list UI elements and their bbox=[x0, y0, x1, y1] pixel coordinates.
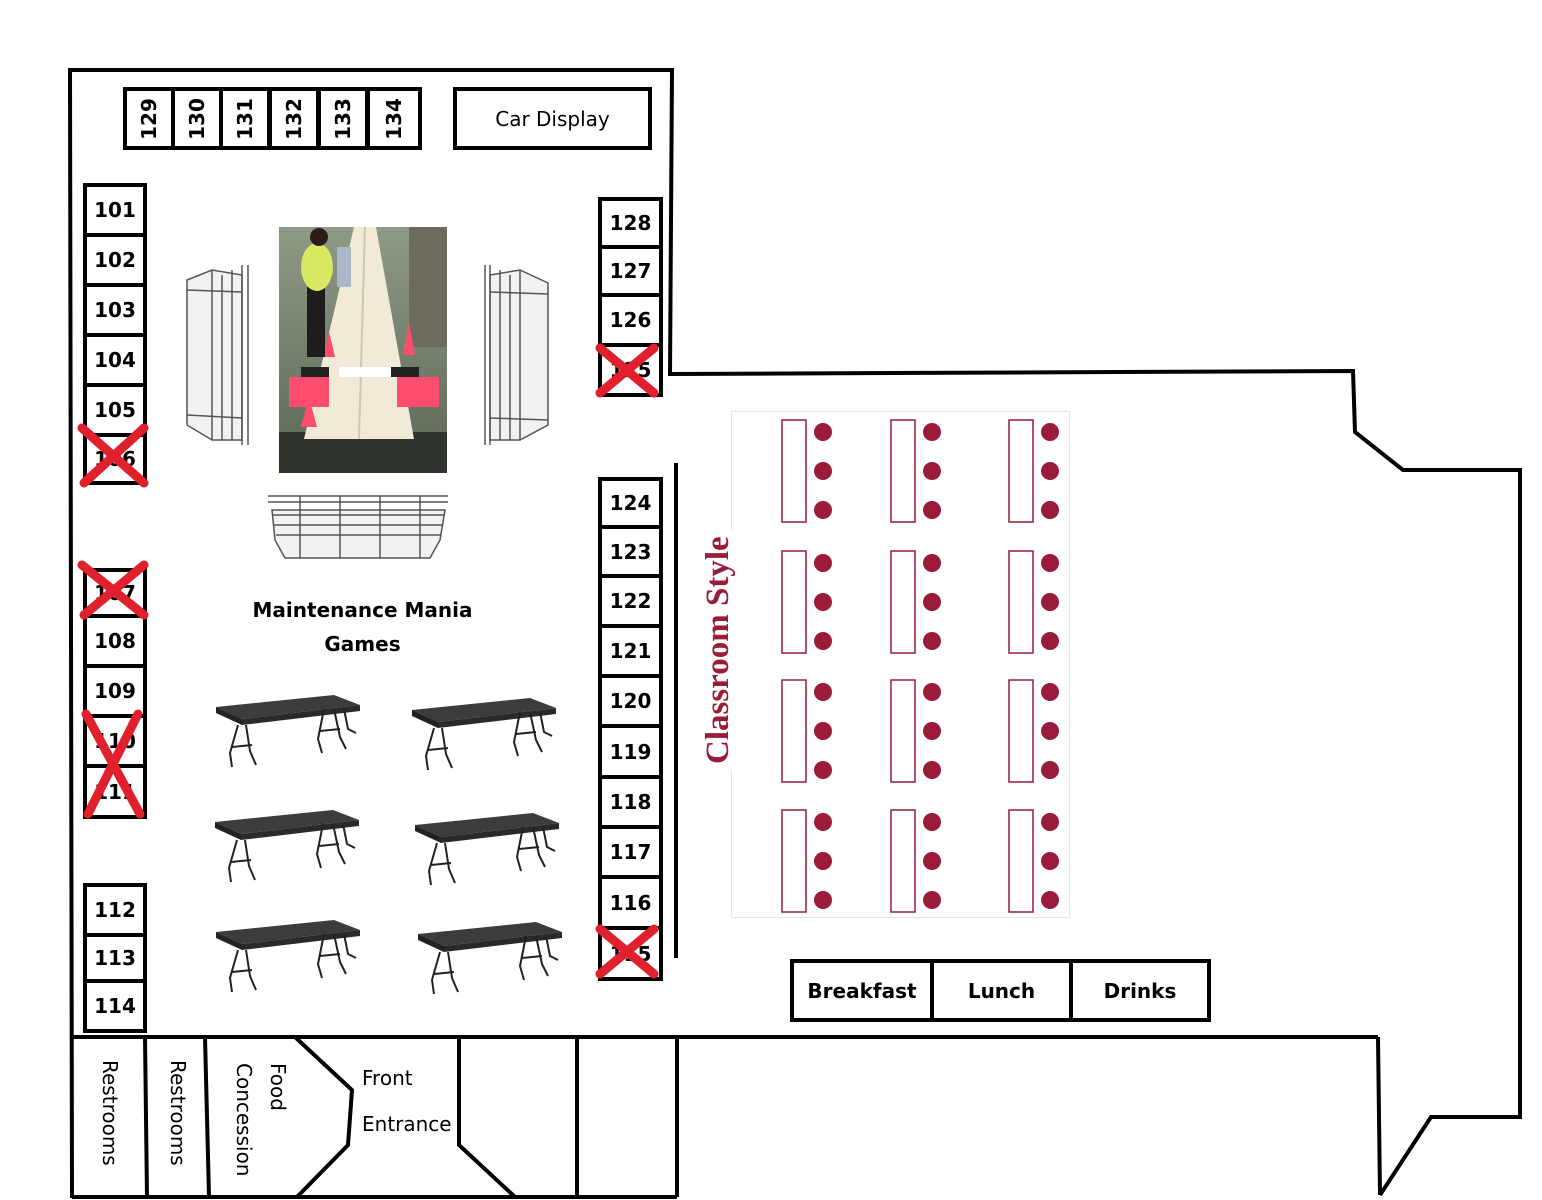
booth-114[interactable]: 114 bbox=[83, 979, 147, 1033]
classroom-seating-area bbox=[731, 411, 1070, 918]
restrooms-label-2: Restrooms bbox=[166, 1060, 190, 1166]
x-mark-icon bbox=[595, 924, 659, 979]
games-title-line2: Games bbox=[324, 632, 401, 656]
booth-134[interactable]: 134 bbox=[366, 87, 422, 150]
booth-103[interactable]: 103 bbox=[83, 283, 147, 337]
entrance-label: Entrance bbox=[362, 1112, 452, 1136]
breakfast-label: Breakfast bbox=[807, 978, 917, 1003]
lunch-station[interactable]: Lunch bbox=[930, 959, 1073, 1022]
booth-133[interactable]: 133 bbox=[317, 87, 369, 150]
booth-116[interactable]: 116 bbox=[598, 875, 663, 930]
classroom-style-label: Classroom Style bbox=[700, 530, 737, 770]
games-title: Maintenance Mania Games bbox=[230, 593, 495, 661]
front-label: Front bbox=[362, 1066, 413, 1090]
concession-label: Concession bbox=[232, 1063, 256, 1177]
booth-127[interactable]: 127 bbox=[598, 245, 663, 297]
booth-112[interactable]: 112 bbox=[83, 883, 147, 937]
booth-117[interactable]: 117 bbox=[598, 825, 663, 879]
booth-102[interactable]: 102 bbox=[83, 233, 147, 287]
booth-129[interactable]: 129 bbox=[123, 87, 175, 150]
x-mark-icon bbox=[77, 560, 149, 620]
booth-121[interactable]: 121 bbox=[598, 624, 663, 678]
booth-120[interactable]: 120 bbox=[598, 674, 663, 728]
food-label: Food bbox=[266, 1063, 290, 1111]
car-display-area[interactable]: Car Display bbox=[453, 87, 652, 150]
booth-104[interactable]: 104 bbox=[83, 333, 147, 387]
booth-124[interactable]: 124 bbox=[598, 477, 663, 529]
booth-108[interactable]: 108 bbox=[83, 614, 147, 668]
car-display-label: Car Display bbox=[495, 106, 610, 131]
race-track-image bbox=[279, 227, 447, 473]
restrooms-label-1: Restrooms bbox=[98, 1060, 122, 1166]
booth-118[interactable]: 118 bbox=[598, 775, 663, 829]
booth-130[interactable]: 130 bbox=[171, 87, 223, 150]
booth-132[interactable]: 132 bbox=[268, 87, 320, 150]
drinks-station[interactable]: Drinks bbox=[1069, 959, 1211, 1022]
x-mark-icon bbox=[77, 423, 149, 488]
lunch-label: Lunch bbox=[967, 978, 1036, 1003]
classroom-tables bbox=[781, 419, 1060, 913]
booth-126[interactable]: 126 bbox=[598, 293, 663, 347]
booth-122[interactable]: 122 bbox=[598, 574, 663, 628]
games-title-line1: Maintenance Mania bbox=[252, 598, 473, 622]
booth-101[interactable]: 101 bbox=[83, 183, 147, 237]
booth-131[interactable]: 131 bbox=[219, 87, 271, 150]
booth-128[interactable]: 128 bbox=[598, 197, 663, 249]
drinks-label: Drinks bbox=[1103, 978, 1177, 1003]
booth-119[interactable]: 119 bbox=[598, 724, 663, 779]
x-mark-icon bbox=[81, 709, 145, 819]
booth-123[interactable]: 123 bbox=[598, 525, 663, 578]
x-mark-icon bbox=[595, 343, 659, 398]
breakfast-station[interactable]: Breakfast bbox=[790, 959, 934, 1022]
booth-113[interactable]: 113 bbox=[83, 933, 147, 983]
